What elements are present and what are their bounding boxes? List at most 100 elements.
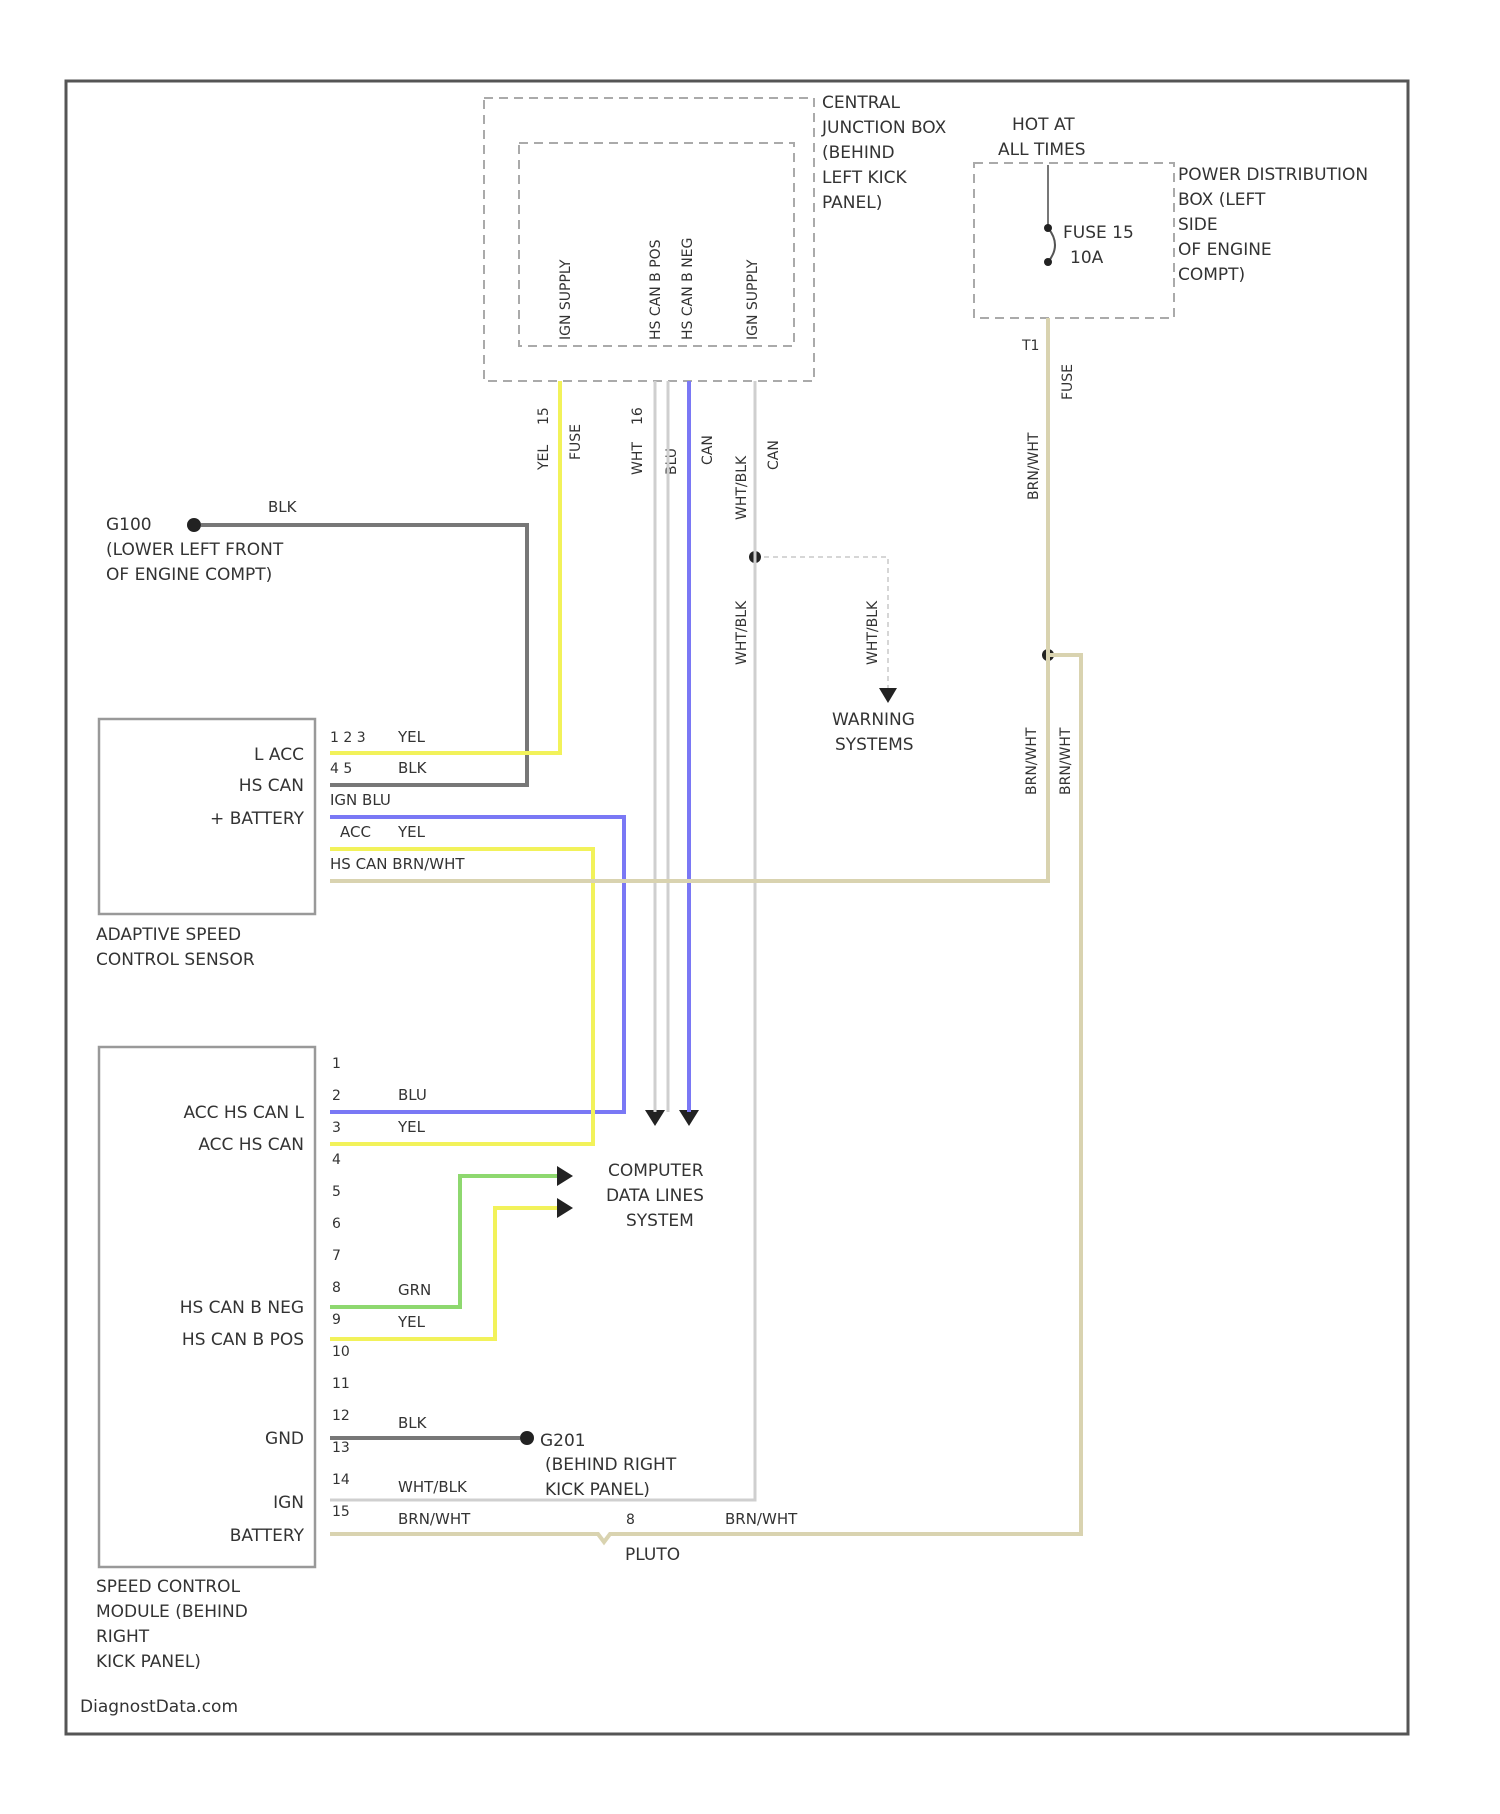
svg-text:BLU: BLU — [398, 1086, 427, 1104]
svg-text:PLUTO: PLUTO — [625, 1545, 680, 1565]
svg-text:6: 6 — [332, 1216, 341, 1232]
svg-text:OF ENGINE COMPT): OF ENGINE COMPT) — [106, 565, 272, 585]
svg-text:LEFT KICK: LEFT KICK — [822, 168, 908, 188]
svg-text:KICK PANEL): KICK PANEL) — [96, 1652, 201, 1672]
svg-text:IGN SUPPLY: IGN SUPPLY — [558, 259, 574, 340]
svg-text:YEL: YEL — [397, 1313, 426, 1331]
bottom-connector: 8 PLUTO BRN/WHT — [625, 1510, 798, 1565]
top-wire-labels: YEL 15 FUSE WHT 16 BLU CAN WHT/BLK CAN B… — [536, 364, 1076, 520]
svg-text:COMPT): COMPT) — [1178, 265, 1245, 285]
svg-text:1: 1 — [332, 1056, 341, 1072]
svg-text:RIGHT: RIGHT — [96, 1627, 150, 1647]
svg-text:BRN/WHT: BRN/WHT — [1058, 727, 1074, 795]
ground-icon — [187, 518, 201, 532]
svg-text:BRN/WHT: BRN/WHT — [1024, 727, 1040, 795]
svg-text:SPEED CONTROL: SPEED CONTROL — [96, 1577, 241, 1597]
ground-icon — [520, 1431, 534, 1445]
svg-text:YEL: YEL — [536, 445, 552, 471]
svg-text:HS CAN B POS: HS CAN B POS — [182, 1330, 304, 1350]
svg-text:3: 3 — [332, 1120, 341, 1136]
svg-text:4 5: 4 5 — [330, 761, 352, 777]
svg-text:T1: T1 — [1021, 338, 1039, 354]
svg-text:CAN: CAN — [766, 440, 782, 470]
svg-text:BOX (LEFT: BOX (LEFT — [1178, 190, 1266, 210]
speed-control-module: 1 2 3 4 5 6 7 8 9 10 11 12 13 14 15 ACC … — [96, 1047, 471, 1672]
svg-text:WARNING: WARNING — [832, 710, 915, 730]
svg-text:MODULE (BEHIND: MODULE (BEHIND — [96, 1602, 248, 1622]
svg-text:16: 16 — [630, 407, 646, 425]
central-junction-box: CENTRAL JUNCTION BOX (BEHIND LEFT KICK P… — [484, 93, 947, 381]
svg-text:IGN: IGN — [273, 1493, 304, 1513]
arrow-right-icon — [557, 1166, 573, 1186]
svg-text:SIDE: SIDE — [1178, 215, 1218, 235]
footer-watermark: DiagnostData.com — [80, 1697, 238, 1717]
svg-text:CONTROL SENSOR: CONTROL SENSOR — [96, 950, 255, 970]
svg-text:7: 7 — [332, 1248, 341, 1264]
svg-text:SYSTEMS: SYSTEMS — [835, 735, 914, 755]
svg-text:G201: G201 — [540, 1431, 586, 1451]
svg-text:HS CAN: HS CAN — [239, 776, 304, 796]
svg-text:BLU: BLU — [664, 448, 680, 475]
svg-text:COMPUTER: COMPUTER — [608, 1161, 704, 1181]
svg-text:ACC HS CAN: ACC HS CAN — [198, 1135, 304, 1155]
svg-text:FUSE 15: FUSE 15 — [1063, 223, 1134, 243]
svg-text:OF ENGINE: OF ENGINE — [1178, 240, 1272, 260]
svg-text:PANEL): PANEL) — [822, 193, 882, 213]
svg-text:15: 15 — [332, 1504, 350, 1520]
svg-text:DATA LINES: DATA LINES — [606, 1186, 704, 1206]
svg-text:L ACC: L ACC — [254, 745, 304, 765]
svg-text:8: 8 — [626, 1512, 635, 1528]
ground-g201: G201 (BEHIND RIGHT KICK PANEL) — [520, 1431, 677, 1500]
svg-text:HS CAN B NEG: HS CAN B NEG — [180, 1298, 304, 1318]
svg-text:BLK: BLK — [268, 498, 298, 516]
svg-text:5: 5 — [332, 1184, 341, 1200]
svg-text:13: 13 — [332, 1440, 350, 1456]
fuse-icon — [1048, 228, 1055, 262]
svg-text:YEL: YEL — [397, 728, 426, 746]
warning-systems: WHT/BLK WHT/BLK WARNING SYSTEMS — [734, 551, 915, 755]
svg-text:BRN/WHT: BRN/WHT — [1026, 432, 1042, 500]
svg-text:ADAPTIVE SPEED: ADAPTIVE SPEED — [96, 925, 241, 945]
svg-text:15: 15 — [536, 407, 552, 425]
svg-text:HOT AT: HOT AT — [1012, 115, 1075, 135]
svg-text:BRN/WHT: BRN/WHT — [398, 1510, 471, 1528]
svg-text:14: 14 — [332, 1472, 350, 1488]
svg-text:4: 4 — [332, 1152, 341, 1168]
svg-text:11: 11 — [332, 1376, 350, 1392]
arrow-down-icon — [645, 1110, 665, 1126]
svg-text:CAN: CAN — [700, 435, 716, 465]
svg-text:WHT/BLK: WHT/BLK — [865, 600, 881, 665]
svg-text:WHT/BLK: WHT/BLK — [398, 1478, 468, 1496]
svg-text:YEL: YEL — [397, 823, 426, 841]
svg-text:+ BATTERY: + BATTERY — [210, 809, 305, 829]
svg-text:G100: G100 — [106, 515, 152, 535]
svg-text:IGN SUPPLY: IGN SUPPLY — [745, 259, 761, 340]
arrow-right-icon — [557, 1198, 573, 1218]
svg-text:BLK: BLK — [398, 1414, 428, 1432]
svg-text:GRN: GRN — [398, 1281, 431, 1299]
adaptive-speed-sensor: L ACC HS CAN + BATTERY 1 2 3 4 5 YEL BLK… — [96, 719, 465, 970]
computer-data-lines: COMPUTER DATA LINES SYSTEM — [557, 1110, 704, 1231]
svg-text:HS CAN B NEG: HS CAN B NEG — [680, 238, 696, 340]
svg-text:FUSE: FUSE — [568, 424, 584, 460]
svg-text:12: 12 — [332, 1408, 350, 1424]
svg-text:SYSTEM: SYSTEM — [626, 1211, 694, 1231]
svg-text:1 2 3: 1 2 3 — [330, 730, 366, 746]
svg-text:2: 2 — [332, 1088, 341, 1104]
svg-text:GND: GND — [265, 1429, 304, 1449]
arrow-down-icon — [679, 1110, 699, 1126]
svg-text:ACC HS CAN L: ACC HS CAN L — [183, 1103, 304, 1123]
svg-text:KICK PANEL): KICK PANEL) — [545, 1480, 650, 1500]
svg-text:BLK: BLK — [398, 759, 428, 777]
svg-text:HS CAN BRN/WHT: HS CAN BRN/WHT — [330, 855, 465, 873]
svg-text:YEL: YEL — [397, 1118, 426, 1136]
svg-text:(BEHIND: (BEHIND — [822, 143, 895, 163]
svg-text:BRN/WHT: BRN/WHT — [725, 1510, 798, 1528]
ground-g100: G100 (LOWER LEFT FRONT OF ENGINE COMPT) … — [106, 498, 298, 585]
svg-text:(LOWER LEFT FRONT: (LOWER LEFT FRONT — [106, 540, 284, 560]
svg-text:(BEHIND RIGHT: (BEHIND RIGHT — [545, 1455, 677, 1475]
arrow-down-icon — [879, 688, 897, 703]
svg-text:BATTERY: BATTERY — [230, 1526, 305, 1546]
svg-text:WHT/BLK: WHT/BLK — [734, 600, 750, 665]
